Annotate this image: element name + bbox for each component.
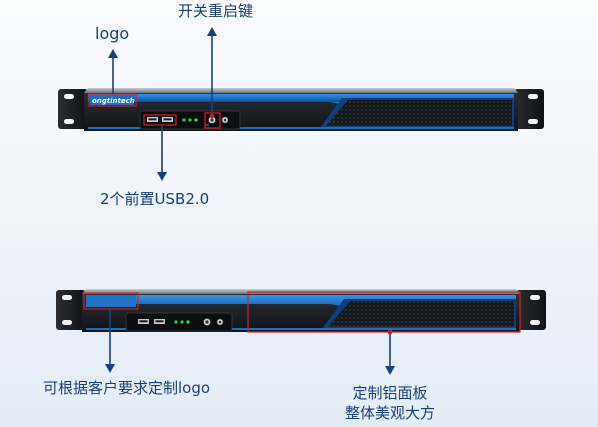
arrow-down-icon xyxy=(157,172,167,181)
arrow-down-icon xyxy=(385,366,395,375)
callout-dot xyxy=(209,113,215,119)
panel-label-line2: 整体美观大方 xyxy=(344,404,435,422)
custom-logo-callout-box xyxy=(83,292,139,310)
led-indicator xyxy=(194,118,198,122)
led-indicator xyxy=(182,118,186,122)
callout-dot xyxy=(387,329,393,335)
rack-ear-right xyxy=(514,89,544,129)
logo-label: logo xyxy=(95,24,130,43)
brand-logo xyxy=(90,95,134,105)
led-indicator xyxy=(174,320,178,324)
rack-ear-left xyxy=(56,290,86,330)
panel-label-line1: 定制铝面板 xyxy=(352,384,428,402)
led-indicator xyxy=(188,118,192,122)
server-chassis-bottom xyxy=(56,289,546,332)
arrow-up-icon xyxy=(207,27,217,36)
led-indicator xyxy=(180,320,184,324)
rack-ear-left xyxy=(58,89,88,129)
rack-ear-right xyxy=(516,290,546,330)
arrow-up-icon xyxy=(108,49,118,58)
callouts-top xyxy=(88,27,221,181)
arrow-down-icon xyxy=(105,364,115,373)
led-indicator xyxy=(186,320,190,324)
front-usb-label: 2个前置USB2.0 xyxy=(100,190,210,208)
power-button-label: 开关重启键 xyxy=(178,2,254,20)
callouts-bottom xyxy=(83,291,521,375)
panel-callout-box xyxy=(247,291,521,333)
custom-logo-label: 可根据客户要求定制logo xyxy=(43,379,211,397)
brand-logo-text: ongtintech xyxy=(92,97,135,105)
usb-callout-box xyxy=(143,114,177,126)
